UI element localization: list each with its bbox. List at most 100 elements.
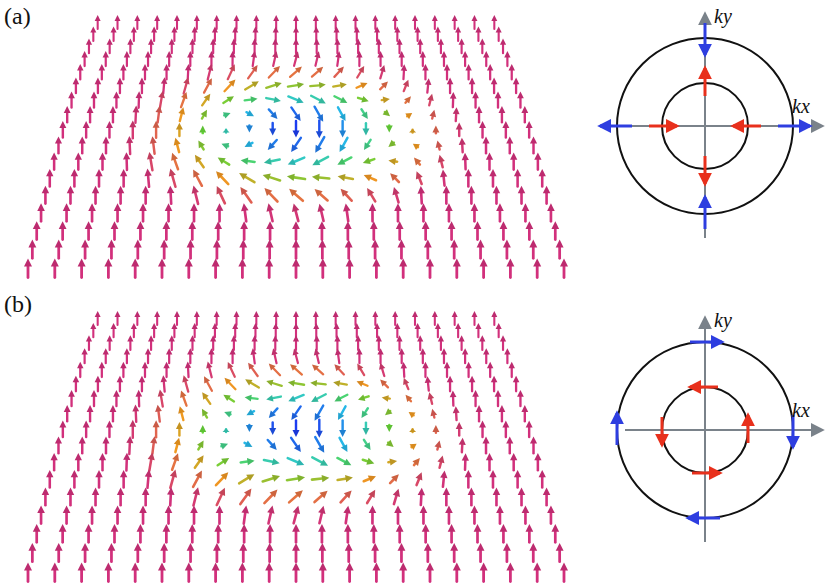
spin-arrow-shaft: [87, 229, 90, 240]
spin-arrow-head: [133, 105, 140, 112]
spin-arrow-shaft: [57, 144, 59, 154]
spin-arrow-head: [514, 470, 521, 477]
spin-arrow-head: [24, 259, 32, 267]
spin-arrow-head: [213, 240, 221, 248]
spin-arrow-shaft: [98, 176, 101, 186]
spin-arrow-shaft: [62, 128, 64, 138]
spin-arrow-head: [394, 505, 402, 513]
spin-arrow-shaft: [394, 496, 396, 504]
spin-arrow-head: [334, 335, 340, 341]
spin-arrow-head: [293, 348, 299, 355]
spin-arrow-shaft: [295, 247, 298, 258]
spin-arrow-shaft: [73, 477, 76, 487]
spin-arrow-head: [269, 411, 276, 418]
spin-arrow-shaft: [295, 194, 303, 201]
spin-arrow-shaft: [291, 107, 296, 115]
spin-arrow-shaft: [248, 160, 255, 163]
spin-arrow-head: [441, 348, 447, 354]
spin-arrow-shaft: [481, 128, 483, 138]
spin-arrow-shaft: [317, 355, 319, 363]
spin-arrow-shaft: [173, 329, 175, 337]
spin-arrow-shaft: [473, 513, 476, 523]
spin-arrow-shaft: [129, 45, 131, 53]
spin-arrow-head: [59, 221, 67, 229]
spin-arrow-head: [487, 64, 493, 70]
spin-arrow-head: [188, 221, 196, 229]
spin-arrow-head: [114, 505, 122, 513]
spin-arrow-shaft: [461, 342, 463, 350]
spin-arrow-head: [431, 409, 438, 416]
spin-arrow-head: [264, 188, 272, 196]
spin-arrow-head: [145, 348, 151, 354]
spin-arrow-head: [530, 137, 537, 144]
spin-arrow-shaft: [440, 45, 442, 53]
spin-arrow-head: [264, 158, 272, 165]
spin-arrow-shaft: [107, 571, 110, 582]
spin-arrow-shaft: [511, 71, 513, 80]
spin-arrow-shaft: [214, 571, 217, 582]
spin-arrow-shaft: [402, 571, 405, 582]
spin-arrow-head: [59, 524, 67, 532]
spin-arrow-head: [480, 259, 488, 267]
spin-arrow-head: [426, 563, 434, 571]
spin-arrow-shaft: [53, 571, 56, 582]
spin-arrow-head: [115, 15, 121, 21]
spin-arrow-shaft: [319, 137, 324, 147]
spin-arrow-shaft: [158, 112, 159, 122]
spin-arrow-head: [420, 203, 428, 211]
spin-arrow-head: [108, 543, 116, 551]
spin-arrow-shaft: [224, 161, 229, 164]
spin-arrow-shaft: [520, 495, 523, 505]
spin-arrow-shaft: [254, 342, 256, 350]
spin-arrow-head: [126, 436, 133, 443]
spin-arrow-shaft: [128, 143, 131, 154]
spin-arrow-head: [372, 259, 380, 267]
spin-arrow-shaft: [340, 395, 347, 399]
spin-arrow-head: [414, 158, 421, 166]
spin-arrow-shaft: [489, 71, 491, 80]
spin-arrow-shaft: [84, 355, 86, 364]
spin-arrow-inner: [733, 125, 761, 128]
spin-arrow-head: [108, 240, 116, 248]
spin-arrow-head: [506, 259, 514, 267]
spin-arrow-head: [409, 412, 416, 418]
spin-arrow-head: [337, 158, 345, 165]
spin-arrow-head: [153, 121, 160, 128]
spin-arrow-shaft: [199, 161, 204, 168]
spin-arrow-head: [551, 221, 559, 229]
spin-arrow-shaft: [152, 443, 153, 454]
spin-arrow-head: [272, 335, 278, 341]
spin-arrow-head: [500, 335, 506, 341]
spin-arrow-shaft: [492, 477, 495, 487]
spin-arrow-head: [273, 323, 279, 329]
spin-arrow-shaft: [473, 317, 475, 325]
spin-arrow-head: [372, 311, 378, 317]
spin-arrow-shaft: [184, 84, 187, 94]
spin-arrow-shaft: [189, 551, 192, 562]
spin-arrow-head: [266, 203, 273, 211]
spin-arrow-head: [145, 470, 152, 478]
spin-arrow-shaft: [310, 84, 319, 87]
spin-arrow-head: [445, 505, 453, 513]
spin-arrow-head: [334, 39, 340, 45]
spin-arrow-head: [313, 323, 319, 329]
spin-arrow-head: [355, 335, 361, 341]
spin-arrow-head: [443, 186, 450, 193]
spin-arrow-head: [312, 364, 319, 371]
spin-arrow-head: [111, 221, 119, 229]
spin-arrow-head: [190, 505, 198, 513]
spin-arrow-head: [366, 458, 374, 465]
spin-arrow-shaft: [524, 513, 527, 523]
spin-arrow-shaft: [273, 140, 277, 145]
spin-arrow-shaft: [243, 229, 246, 240]
spin-arrow-shaft: [321, 571, 324, 582]
spin-arrow-shaft: [295, 571, 298, 582]
spin-arrow-shaft: [414, 464, 415, 465]
spin-arrow-head: [246, 474, 254, 481]
spin-arrow-head: [495, 390, 502, 397]
spin-arrow-head: [386, 126, 393, 133]
spin-arrow-shaft: [457, 329, 459, 337]
spin-arrow-shaft: [240, 495, 247, 504]
spin-arrow-head: [273, 27, 279, 33]
spin-arrow-head: [150, 136, 157, 143]
